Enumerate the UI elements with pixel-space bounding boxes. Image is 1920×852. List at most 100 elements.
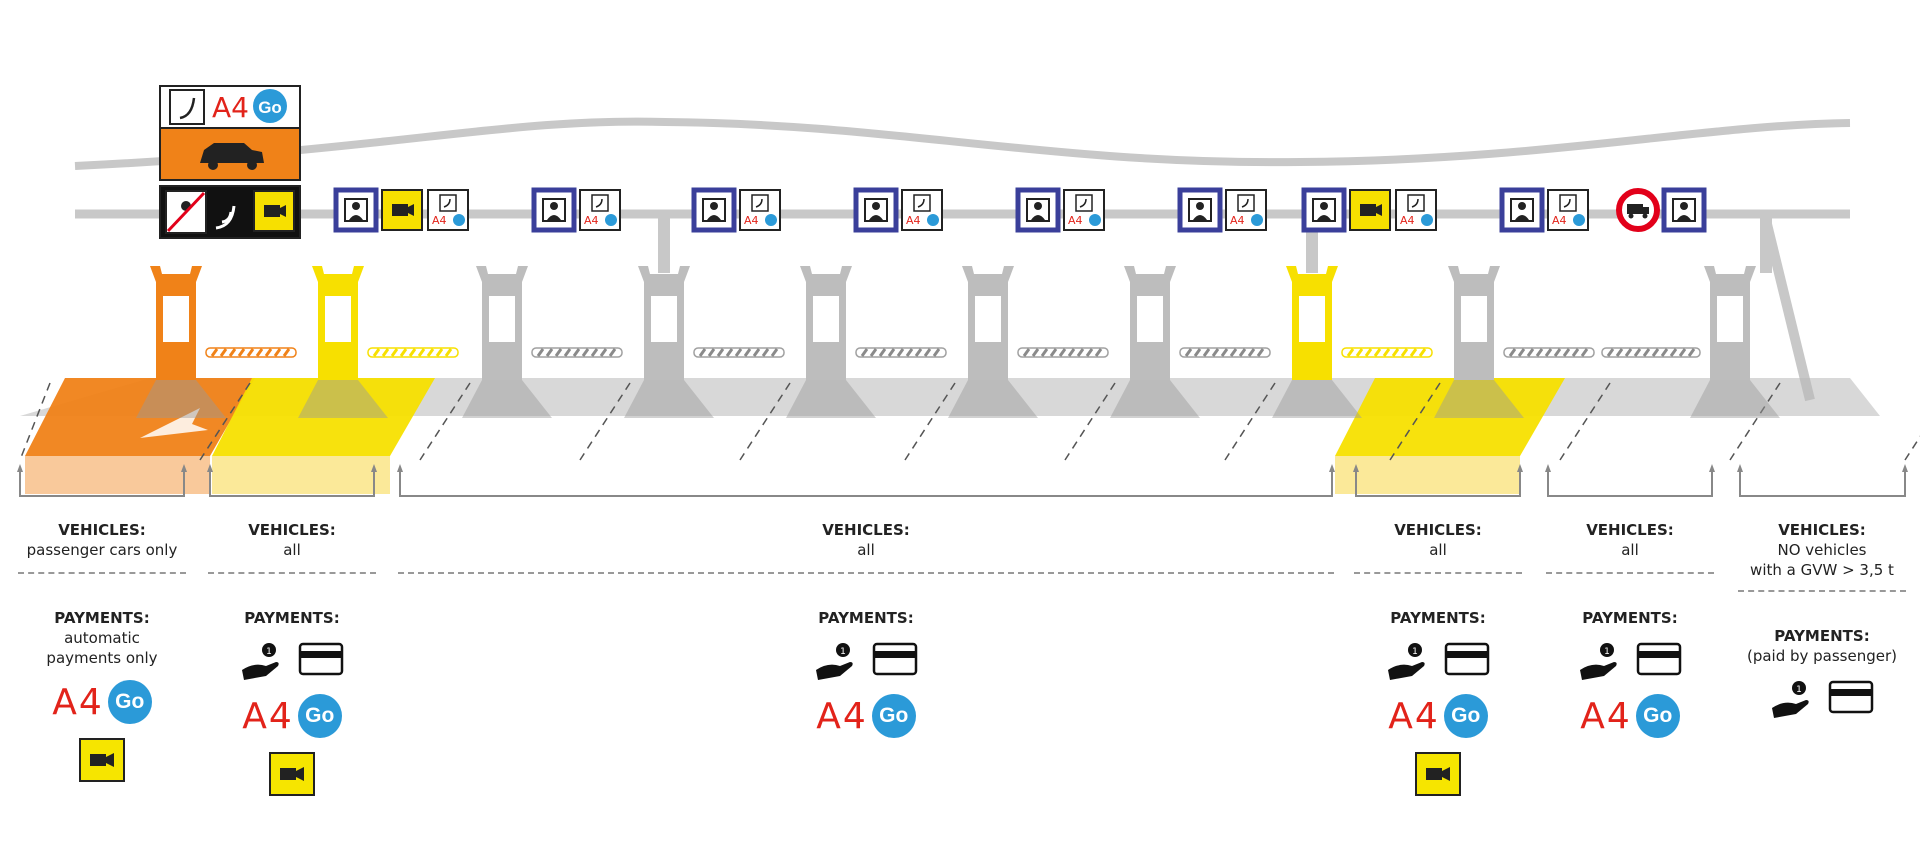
booth-window xyxy=(1461,296,1487,342)
booth-window xyxy=(1717,296,1743,342)
barrier-stripe xyxy=(372,348,381,357)
payments-text: automatic payments only xyxy=(46,629,158,667)
barrier-stripe xyxy=(435,348,444,357)
barrier-stripe xyxy=(716,348,725,357)
barrier-stripe xyxy=(426,348,435,357)
svg-text:A4: A4 xyxy=(744,214,759,227)
bracket-arrow xyxy=(1329,464,1335,472)
barrier-stripe xyxy=(210,348,219,357)
barrier-stripe xyxy=(1553,348,1562,357)
toll-booths xyxy=(136,266,1780,418)
barrier-stripe xyxy=(1202,348,1211,357)
radio-wave-white xyxy=(221,211,233,224)
barrier-stripe xyxy=(545,348,554,357)
barrier-stripe xyxy=(1400,348,1409,357)
cash-hand-icon: 1 xyxy=(1772,681,1809,718)
bracket-arrow xyxy=(371,464,377,472)
barrier-stripe xyxy=(273,348,282,357)
lane-divider xyxy=(199,382,251,461)
booth-window xyxy=(325,296,351,342)
barrier-stripe xyxy=(1508,348,1517,357)
barrier-stripe xyxy=(914,348,923,357)
payment-icons: 1 xyxy=(398,642,1334,682)
attendant-icon xyxy=(853,187,899,233)
video-tolling-icon xyxy=(253,190,295,232)
card-icon xyxy=(1828,680,1874,714)
booth-shadow xyxy=(948,380,1038,418)
booth-shadow xyxy=(624,380,714,418)
strike-line xyxy=(166,191,206,233)
toll-booth xyxy=(136,266,297,418)
card-icon xyxy=(1636,642,1682,676)
barrier-stripe xyxy=(1022,348,1031,357)
barrier-stripe xyxy=(923,348,932,357)
payments-title: PAYMENTS: xyxy=(244,609,340,627)
svg-text:A4: A4 xyxy=(1068,214,1083,227)
barrier-stripe xyxy=(1256,348,1265,357)
bracket-arrow xyxy=(1902,464,1908,472)
group-bracket xyxy=(19,470,185,497)
lane-divider xyxy=(579,382,631,461)
vehicles-text: all xyxy=(283,541,301,559)
card-icon xyxy=(872,642,918,676)
bracket-arrow xyxy=(1709,464,1715,472)
barrier-stripe xyxy=(1633,348,1642,357)
bracket-arrow xyxy=(1353,464,1359,472)
a4go-logo-text: A4 xyxy=(52,681,104,723)
beam-support xyxy=(658,218,670,273)
lane-divider xyxy=(904,382,956,461)
a4go-logo-text: A4 xyxy=(816,695,868,737)
group-bracket xyxy=(209,470,375,497)
barrier-stripe xyxy=(390,348,399,357)
payments-title: PAYMENTS: xyxy=(54,609,150,627)
dashed-divider xyxy=(1354,572,1522,574)
attendant-icon xyxy=(1177,187,1223,233)
a4go-card-icon: A4 xyxy=(739,189,781,231)
svg-text:1: 1 xyxy=(1412,647,1418,657)
go-circle xyxy=(253,89,287,123)
lane-arrow xyxy=(140,408,208,438)
a4go-card-icon: A4 xyxy=(1395,189,1437,231)
barrier-stripe xyxy=(1544,348,1553,357)
dashed-divider xyxy=(1738,590,1906,592)
svg-text:A4: A4 xyxy=(1230,214,1245,227)
barrier-stripe xyxy=(878,348,887,357)
a4go-card-icon: A4 xyxy=(1547,189,1589,231)
video-tolling-icon xyxy=(269,752,315,796)
svg-text:A4: A4 xyxy=(906,214,921,227)
vehicles-text: all xyxy=(1621,541,1639,559)
payment-icons: 1 xyxy=(1546,642,1714,682)
barrier-stripe xyxy=(1382,348,1391,357)
cash-hand-icon: 1 xyxy=(1388,643,1425,680)
barrier-stripe xyxy=(1049,348,1058,357)
go-icon: Go xyxy=(107,680,152,724)
cash-hand-icon: 1 xyxy=(242,643,279,680)
booth-shadow xyxy=(1272,380,1362,418)
payment-icons: 1 xyxy=(208,642,376,682)
card-icon xyxy=(1444,642,1490,676)
barrier-stripe xyxy=(381,348,390,357)
barrier-stripe xyxy=(1076,348,1085,357)
toll-booth xyxy=(1272,266,1433,418)
payment-icons: 1 xyxy=(1738,680,1906,720)
lane-sign-group xyxy=(1616,187,1707,233)
car-wheel xyxy=(247,160,257,170)
lane-divider xyxy=(1559,382,1611,461)
barrier-stripe xyxy=(1238,348,1247,357)
video-tolling-icon xyxy=(381,189,423,231)
canopy-roof xyxy=(74,117,1851,170)
lane-divider xyxy=(1389,382,1441,461)
lane-yellow-right-apron xyxy=(1335,456,1520,494)
barrier-stripe xyxy=(1660,348,1669,357)
card-icon xyxy=(298,642,344,676)
vehicles-title: VEHICLES: xyxy=(1586,521,1674,539)
toll-booth xyxy=(462,266,623,418)
group-bracket xyxy=(1355,470,1521,497)
barrier-stripe xyxy=(1606,348,1615,357)
lane-sign-group: A4 xyxy=(853,187,943,233)
vehicles-text: all xyxy=(857,541,875,559)
radio-wave xyxy=(179,97,196,120)
